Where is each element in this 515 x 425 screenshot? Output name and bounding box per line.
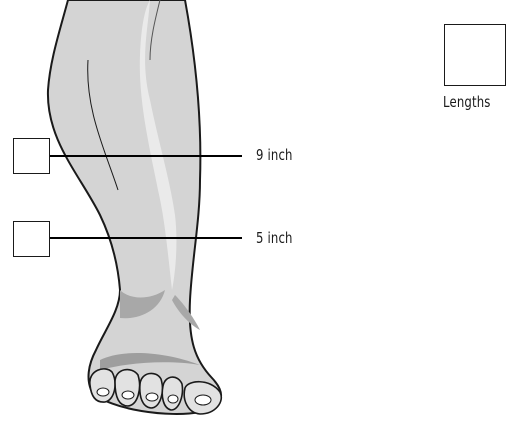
- measurement-label-5-inch: 5 inch: [256, 229, 293, 247]
- measurement-line-9-inch: [50, 155, 242, 157]
- measurement-input-9-inch[interactable]: [13, 138, 50, 174]
- measurement-input-5-inch[interactable]: [13, 221, 50, 257]
- legend-box[interactable]: [444, 24, 506, 86]
- measurement-line-5-inch: [50, 237, 242, 239]
- measurement-label-9-inch: 9 inch: [256, 146, 293, 164]
- legend-label: Lengths: [443, 93, 491, 111]
